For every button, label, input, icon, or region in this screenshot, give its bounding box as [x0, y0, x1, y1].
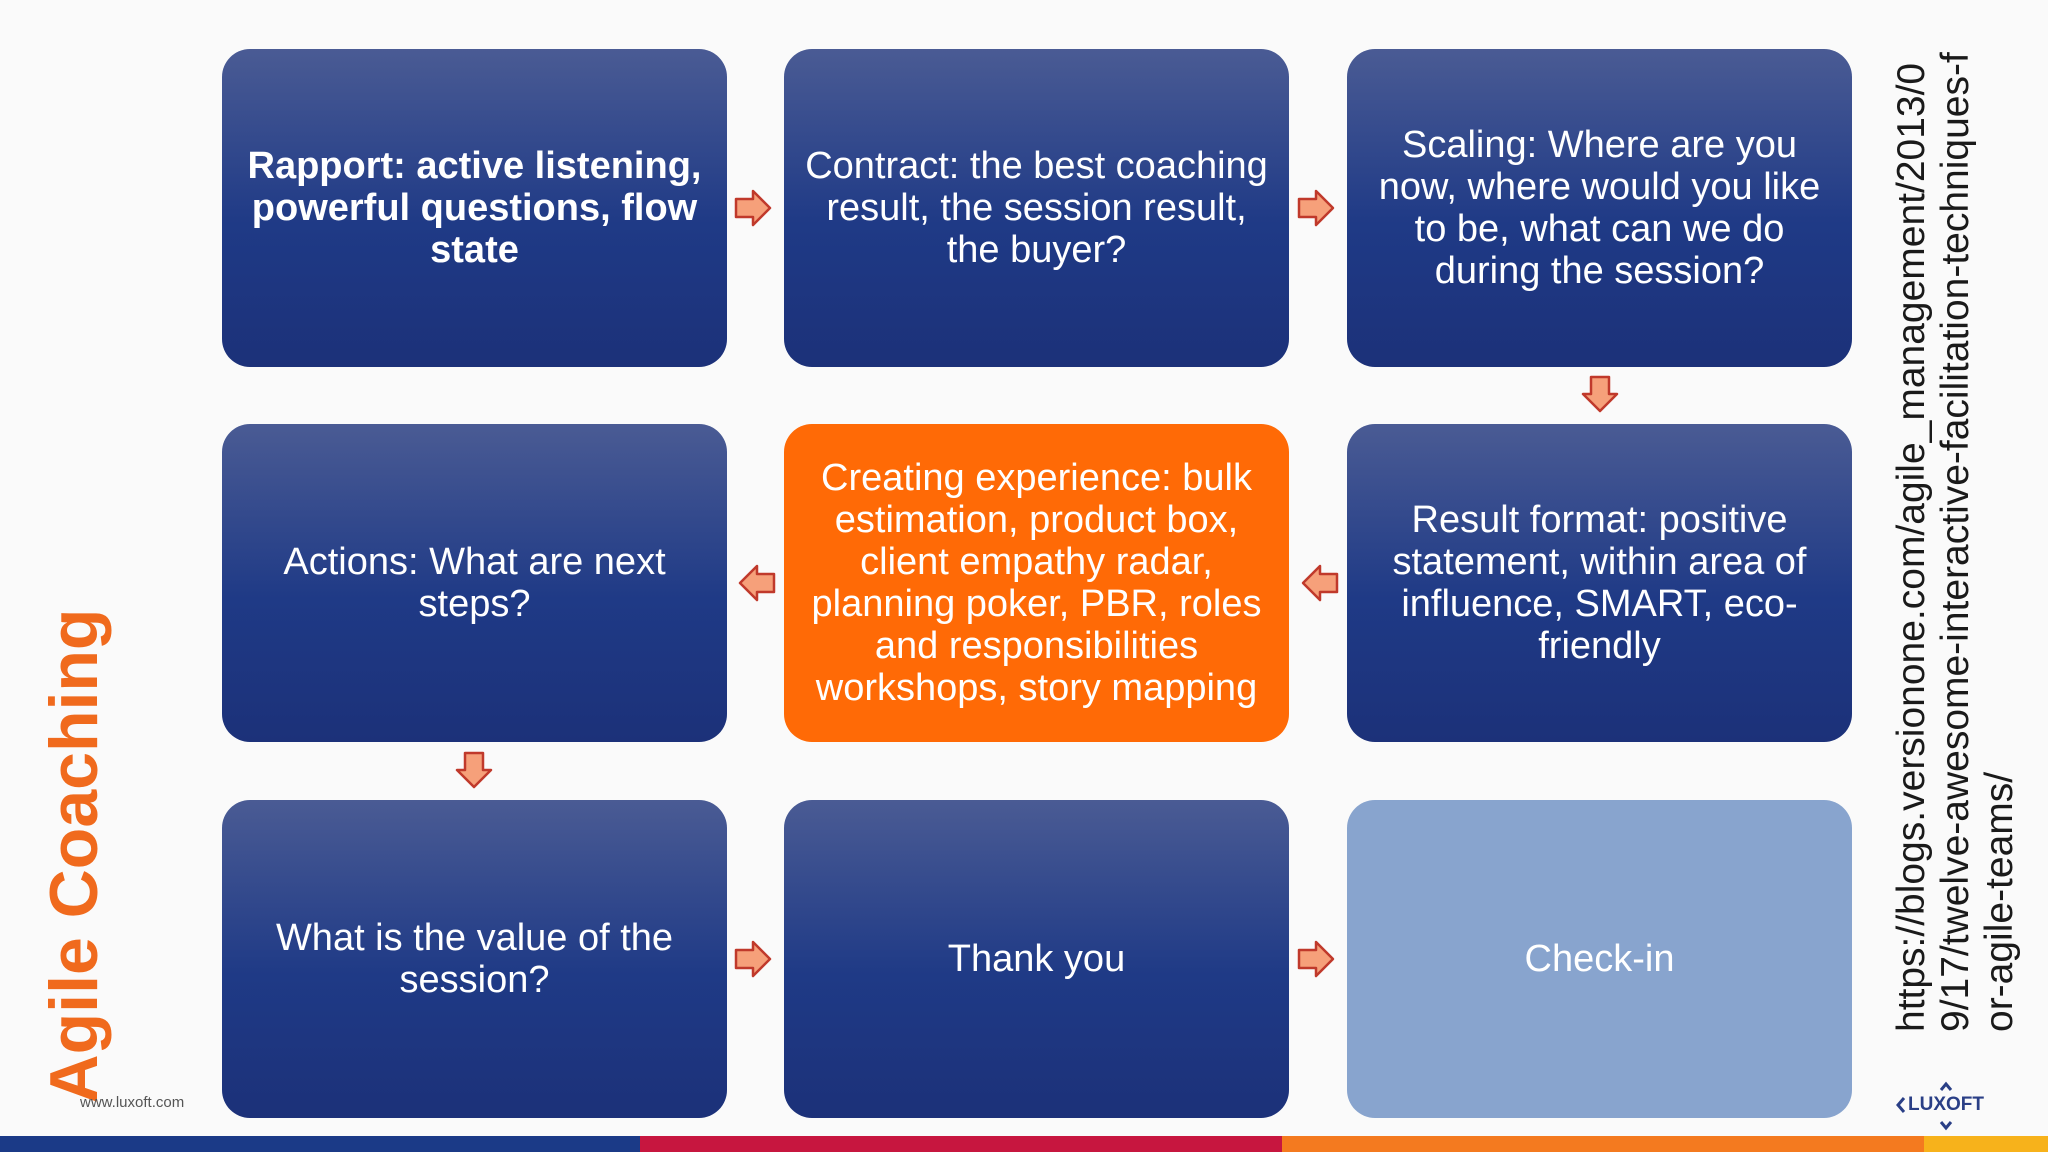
step-rapport: Rapport: active listening, powerful ques…	[222, 49, 727, 367]
logo-chevrons-icon	[1896, 1081, 1953, 1131]
footer-website: www.luxoft.com	[80, 1094, 185, 1111]
arrow-right-icon	[1296, 188, 1336, 228]
step-thank-you: Thank you	[784, 800, 1289, 1118]
arrow-right-icon	[733, 939, 773, 979]
arrow-down-icon	[454, 750, 494, 790]
arrow-left-icon	[737, 563, 777, 603]
step-value: What is the value of the session?	[222, 800, 727, 1118]
arrow-down-icon	[1580, 374, 1620, 414]
arrow-right-icon	[1296, 939, 1336, 979]
step-contract: Contract: the best coaching result, the …	[784, 49, 1289, 367]
arrow-left-icon	[1300, 563, 1340, 603]
step-actions: Actions: What are next steps?	[222, 424, 727, 742]
luxoft-logo: LUXOFT	[1896, 1078, 1996, 1134]
footer-bar-blue	[0, 1136, 640, 1152]
step-check-in: Check-in	[1347, 800, 1852, 1118]
logo-text: LUXOFT	[1908, 1094, 1984, 1115]
footer-bar-yellow	[1924, 1136, 2048, 1152]
slide-title: Agile Coaching	[36, 608, 112, 1104]
step-result-format: Result format: positive statement, withi…	[1347, 424, 1852, 742]
footer-bar-orange	[1282, 1136, 1924, 1152]
step-scaling: Scaling: Where are you now, where would …	[1347, 49, 1852, 367]
step-creating-experience: Creating experience: bulk estimation, pr…	[784, 424, 1289, 742]
source-url: https://blogs.versionone.com/agile_manag…	[1890, 52, 2021, 1032]
arrow-right-icon	[733, 188, 773, 228]
footer-bar-red	[640, 1136, 1282, 1152]
